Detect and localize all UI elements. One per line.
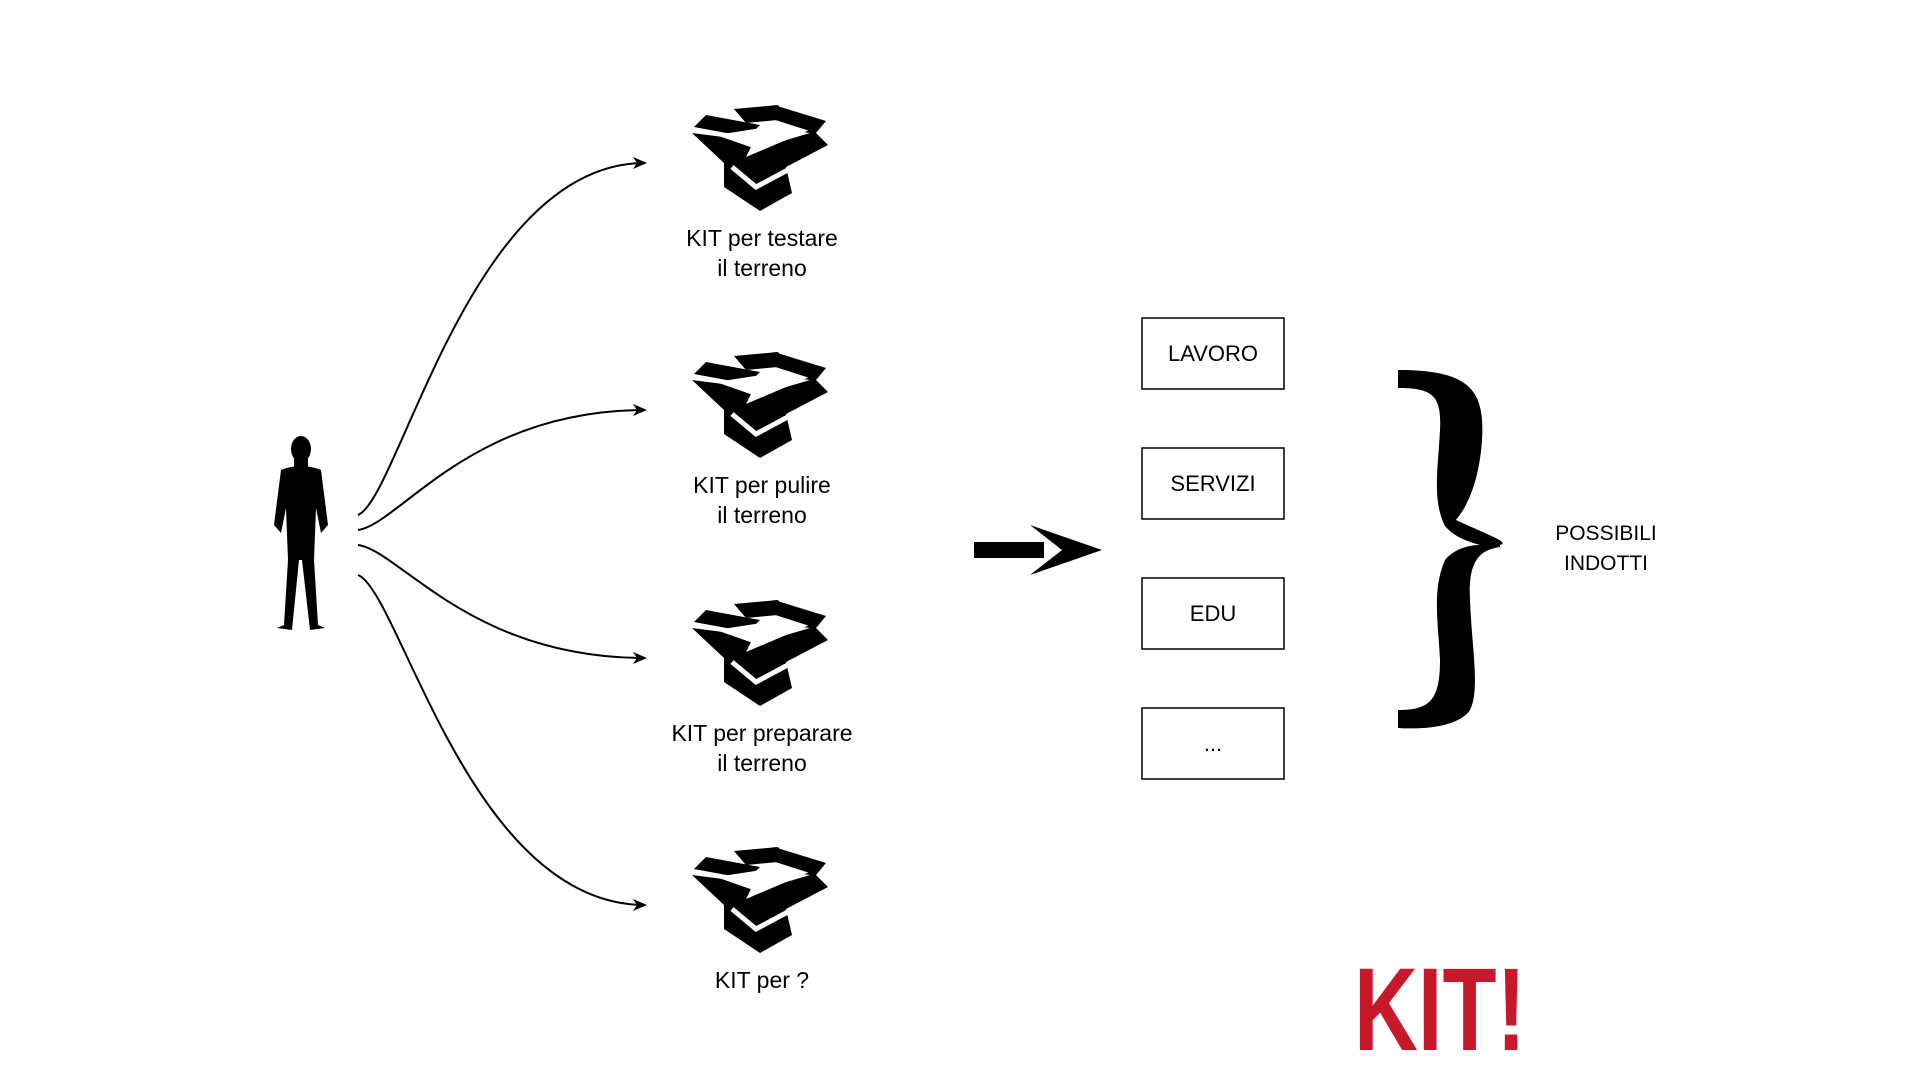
open-box-icon — [692, 105, 828, 211]
kit-arrow — [357, 404, 647, 531]
outcome-label: ... — [1204, 731, 1222, 756]
kit-arrow — [357, 544, 647, 664]
open-box-icon — [692, 847, 828, 953]
kit-label-line2: il terreno — [717, 502, 806, 528]
outcome-box: SERVIZI — [1141, 447, 1285, 520]
outcome-box: ... — [1141, 707, 1285, 780]
kit-label-line2: il terreno — [717, 750, 806, 776]
right-arrow-icon — [974, 525, 1102, 575]
outcome-label: SERVIZI — [1170, 471, 1255, 496]
open-box-icon — [692, 352, 828, 458]
kit-arrow — [357, 574, 647, 911]
kit-label-line1: KIT per testare — [686, 225, 838, 251]
result-label-line1: POSSIBILI — [1555, 522, 1657, 545]
open-box-icon — [692, 600, 828, 706]
outcome-box: LAVORO — [1141, 317, 1285, 390]
kit-label-line1: KIT per ? — [715, 967, 809, 993]
kit-logo: KIT! — [1354, 944, 1526, 1076]
person-silhouette-icon — [274, 436, 328, 630]
right-curly-brace — [1398, 370, 1503, 729]
kit-label-line1: KIT per pulire — [693, 472, 831, 498]
outcome-label: LAVORO — [1168, 341, 1258, 366]
kit-label-line1: KIT per preparare — [671, 720, 852, 746]
result-label-line2: INDOTTI — [1564, 552, 1648, 575]
kit-arrow — [357, 157, 647, 516]
kit-arrows — [357, 157, 647, 911]
kit-label-line2: il terreno — [717, 255, 806, 281]
outcome-box: EDU — [1141, 577, 1285, 650]
outcome-label: EDU — [1190, 601, 1236, 626]
